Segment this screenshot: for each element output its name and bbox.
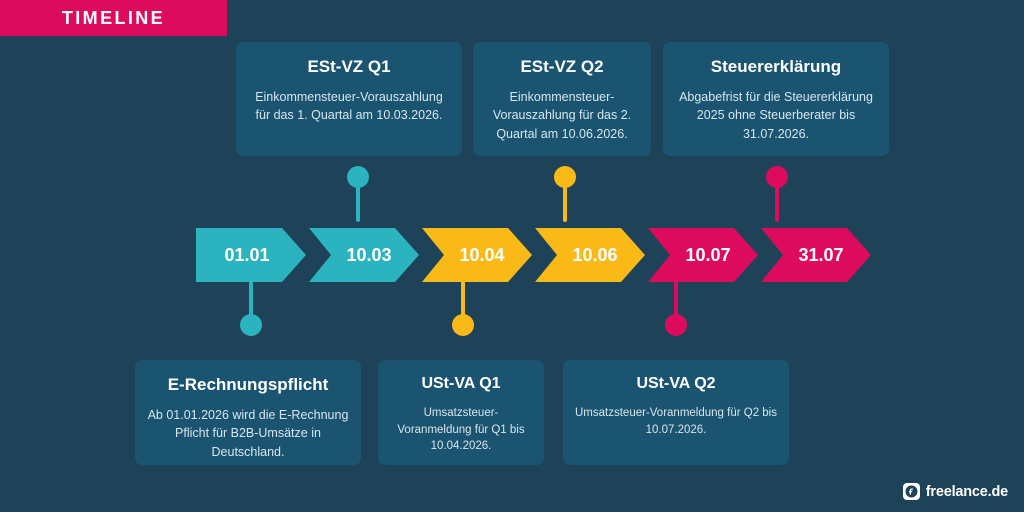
connector-stem bbox=[563, 180, 567, 222]
timeline-rail: 01.01 10.03 10.04 10.06 10.07 31.07 bbox=[196, 228, 874, 282]
timeline-step-0[interactable]: 01.01 bbox=[196, 228, 306, 282]
timeline-step-3[interactable]: 10.06 bbox=[535, 228, 645, 282]
connector-dot-icon bbox=[766, 166, 788, 188]
card-body: Einkommensteuer-Vorauszahlung für das 1.… bbox=[255, 90, 443, 123]
connector-stem bbox=[356, 180, 360, 222]
connector-stem bbox=[775, 180, 779, 222]
connector-stem bbox=[674, 278, 678, 322]
timeline-step-1[interactable]: 10.03 bbox=[309, 228, 419, 282]
timeline-step-5[interactable]: 31.07 bbox=[761, 228, 871, 282]
timeline-step-label: 10.03 bbox=[346, 244, 392, 265]
timeline-step-label: 10.07 bbox=[685, 244, 731, 265]
card-title: E-Rechnungspflicht bbox=[167, 375, 329, 394]
timeline-step-label: 10.04 bbox=[459, 244, 505, 265]
freelance-de-logo: freelance.de bbox=[902, 483, 1008, 500]
timeline-step-label: 10.06 bbox=[572, 244, 618, 265]
connector-dot-icon bbox=[347, 166, 369, 188]
card-body: Ab 01.01.2026 wird die E-Rechnung Pflich… bbox=[147, 408, 349, 459]
card-body: Umsatzsteuer-Voranmeldung für Q1 bis 10.… bbox=[397, 407, 525, 453]
top-card-est-vz-q1: ESt-VZ Q1 Einkommensteuer-Vorauszahlung … bbox=[236, 42, 462, 156]
timeline-step-2[interactable]: 10.04 bbox=[422, 228, 532, 282]
timeline-step-label: 01.01 bbox=[224, 244, 270, 265]
connector-stem bbox=[461, 278, 465, 322]
card-title: USt-VA Q1 bbox=[421, 375, 501, 392]
freelance-logo-text: freelance.de bbox=[925, 483, 1008, 500]
card-body: Abgabefrist für die Steuererklärung 2025… bbox=[679, 90, 873, 141]
connector-dot-icon bbox=[240, 314, 262, 336]
timeline-badge-label: TIMELINE bbox=[61, 7, 166, 28]
connector-dot-icon bbox=[452, 314, 474, 336]
card-body: Umsatzsteuer-Voranmeldung für Q2 bis 10.… bbox=[575, 407, 777, 436]
card-title: ESt-VZ Q2 bbox=[520, 57, 604, 76]
timeline-step-4[interactable]: 10.07 bbox=[648, 228, 758, 282]
timeline-step-label: 31.07 bbox=[798, 244, 844, 265]
connector-dot-icon bbox=[554, 166, 576, 188]
top-card-est-vz-q2: ESt-VZ Q2 Einkommensteuer-Vorauszahlung … bbox=[473, 42, 651, 156]
connector-dot-icon bbox=[665, 314, 687, 336]
bottom-card-ust-va-q2: USt-VA Q2 Umsatzsteuer-Voranmeldung für … bbox=[563, 360, 789, 465]
card-title: Steuererklärung bbox=[710, 57, 842, 76]
connector-stem bbox=[249, 278, 253, 322]
bottom-card-e-rechnungspflicht: E-Rechnungspflicht Ab 01.01.2026 wird di… bbox=[135, 360, 361, 465]
timeline-badge: TIMELINE bbox=[0, 0, 227, 36]
card-title: USt-VA Q2 bbox=[636, 375, 716, 392]
card-title: ESt-VZ Q1 bbox=[307, 57, 391, 76]
top-card-steuererklaerung: Steuererklärung Abgabefrist für die Steu… bbox=[663, 42, 889, 156]
bottom-card-ust-va-q1: USt-VA Q1 Umsatzsteuer-Voranmeldung für … bbox=[378, 360, 544, 465]
freelance-logo-icon bbox=[902, 483, 920, 500]
card-body: Einkommensteuer-Vorauszahlung für das 2.… bbox=[492, 90, 632, 141]
